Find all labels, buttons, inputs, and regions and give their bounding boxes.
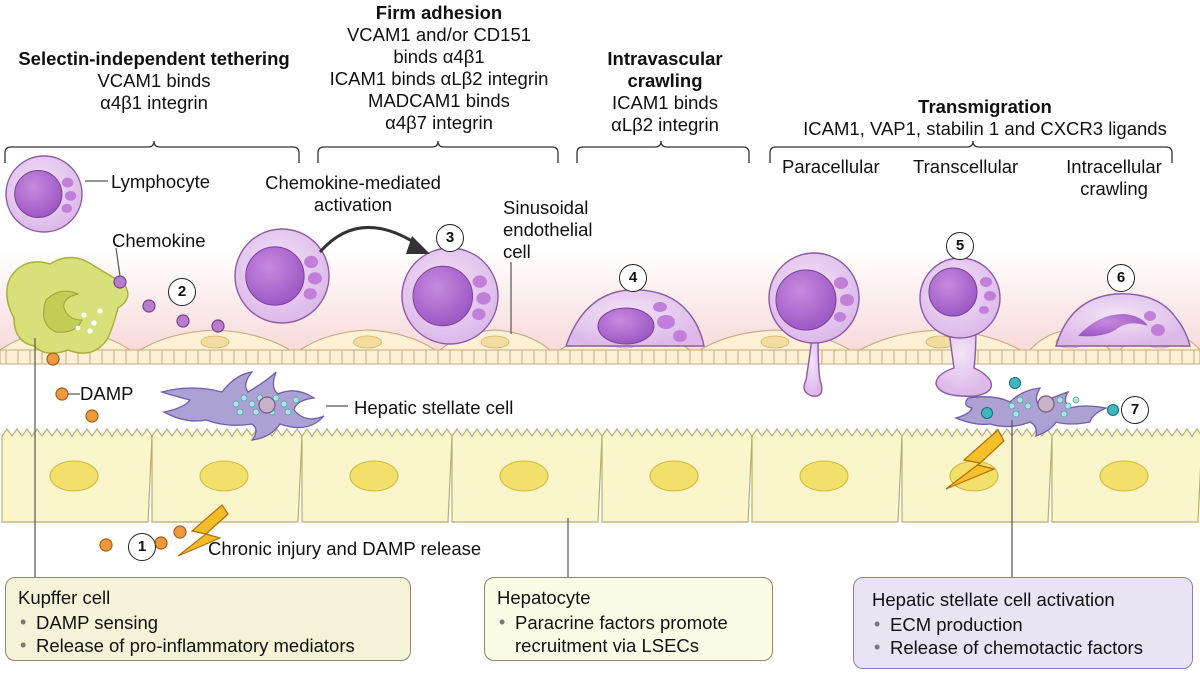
- info-box-item: Release of pro-inflammatory mediators: [18, 634, 410, 657]
- hepatocyte-layer: [1, 427, 1200, 523]
- label-sinusoidal-endothelial-cell: Sinusoidal endothelial cell: [503, 197, 593, 262]
- info-box-item: Paracrine factors promote recruitment vi…: [497, 611, 764, 657]
- info-box-item: Release of chemotactic factors: [872, 636, 1192, 659]
- stage-line: α4β1 integrin: [100, 92, 208, 113]
- label-chemokine-activation: Chemokine-mediated activation: [265, 172, 441, 215]
- stage-line: α4β7 integrin: [385, 112, 493, 133]
- hepatocyte: [301, 427, 453, 523]
- transcellular-lymphocyte: [919, 257, 1001, 397]
- stage-header-tethering: Selectin-independent tethering VCAM1 bin…: [0, 48, 308, 114]
- paracellular-lymphocyte: [768, 252, 860, 397]
- info-box-title: Hepatocyte: [497, 587, 591, 608]
- hepatocyte: [451, 427, 603, 523]
- hepatocyte-info-box: Hepatocyte Paracrine factors promote rec…: [484, 577, 773, 661]
- info-box-title: Kupffer cell: [18, 587, 111, 608]
- info-box-item: DAMP sensing: [18, 611, 410, 634]
- lymphocyte: [401, 247, 499, 345]
- mode-paracellular: Paracellular: [782, 156, 880, 177]
- crawling-lymphocyte: [565, 289, 705, 347]
- stage-header-firm-adhesion: Firm adhesion VCAM1 and/or CD151 binds α…: [284, 2, 594, 134]
- stage-line: binds α4β1: [393, 46, 485, 67]
- stage-title: Selectin-independent tethering: [18, 48, 290, 69]
- hepatic-stellate-cell-left: [159, 371, 325, 441]
- step-1-marker: 1: [128, 533, 156, 561]
- step-2-marker: 2: [168, 278, 196, 306]
- info-box-title: Hepatic stellate cell activation: [872, 589, 1115, 610]
- intracellular-crawling-lymphocyte: [1055, 293, 1191, 347]
- lymphocyte: [5, 155, 83, 233]
- lymphocyte-cells: [5, 155, 499, 345]
- injury-lightning-bolts: [177, 429, 1005, 557]
- stage-title: Intravascular crawling: [607, 48, 723, 91]
- stage-header-transmigration: Transmigration ICAM1, VAP1, stabilin 1 a…: [775, 96, 1195, 140]
- label-lymphocyte: Lymphocyte: [111, 171, 211, 192]
- hepatocyte: [601, 427, 753, 523]
- step-7-marker: 7: [1121, 396, 1149, 424]
- stage-line: ICAM1 binds: [612, 92, 718, 113]
- damp-molecules: [46, 352, 187, 552]
- label-chronic-injury: Chronic injury and DAMP release: [208, 538, 482, 559]
- endothelial-cell: [298, 329, 437, 351]
- step-6-marker: 6: [1107, 264, 1135, 292]
- step-3-marker: 3: [436, 224, 464, 252]
- kupffer-cell-info-box: Kupffer cell DAMP sensing Release of pro…: [5, 577, 411, 661]
- stage-line: MADCAM1 binds: [368, 90, 510, 111]
- stage-line: VCAM1 and/or CD151: [346, 24, 532, 45]
- stage-title: Transmigration: [918, 96, 1052, 117]
- stage-brackets: [4, 140, 1173, 163]
- kupffer-cell: [6, 256, 129, 354]
- mode-transcellular: Transcellular: [913, 156, 1019, 177]
- hepatic-stellate-cell-right: [953, 376, 1120, 438]
- hepatocyte: [1051, 427, 1200, 523]
- hepatocyte: [151, 427, 303, 523]
- stage-line: αLβ2 integrin: [611, 114, 719, 135]
- stage-header-crawling: Intravascular crawling ICAM1 binds αLβ2 …: [590, 48, 740, 136]
- info-box-item: ECM production: [872, 613, 1192, 636]
- endothelial-cell: [438, 329, 552, 351]
- label-chemokine: Chemokine: [112, 230, 206, 251]
- activation-arrow: [318, 226, 421, 253]
- stage-line: ICAM1 binds αLβ2 integrin: [329, 68, 549, 89]
- lymphocyte: [234, 228, 330, 324]
- hepatocyte: [751, 427, 903, 523]
- step-4-marker: 4: [619, 264, 647, 292]
- chemokine-molecules: [113, 275, 225, 333]
- stage-line: ICAM1, VAP1, stabilin 1 and CXCR3 ligand…: [803, 118, 1167, 139]
- step-5-marker: 5: [946, 232, 974, 260]
- mode-intracellular-crawling: Intracellular crawling: [1066, 156, 1162, 199]
- hepatocyte: [1, 427, 153, 523]
- label-hepatic-stellate-cell: Hepatic stellate cell: [354, 397, 514, 418]
- stage-line: VCAM1 binds: [97, 70, 211, 91]
- stellate-cell-activation-info-box: Hepatic stellate cell activation ECM pro…: [853, 577, 1193, 669]
- label-damp: DAMP: [80, 383, 134, 404]
- stage-title: Firm adhesion: [375, 2, 503, 23]
